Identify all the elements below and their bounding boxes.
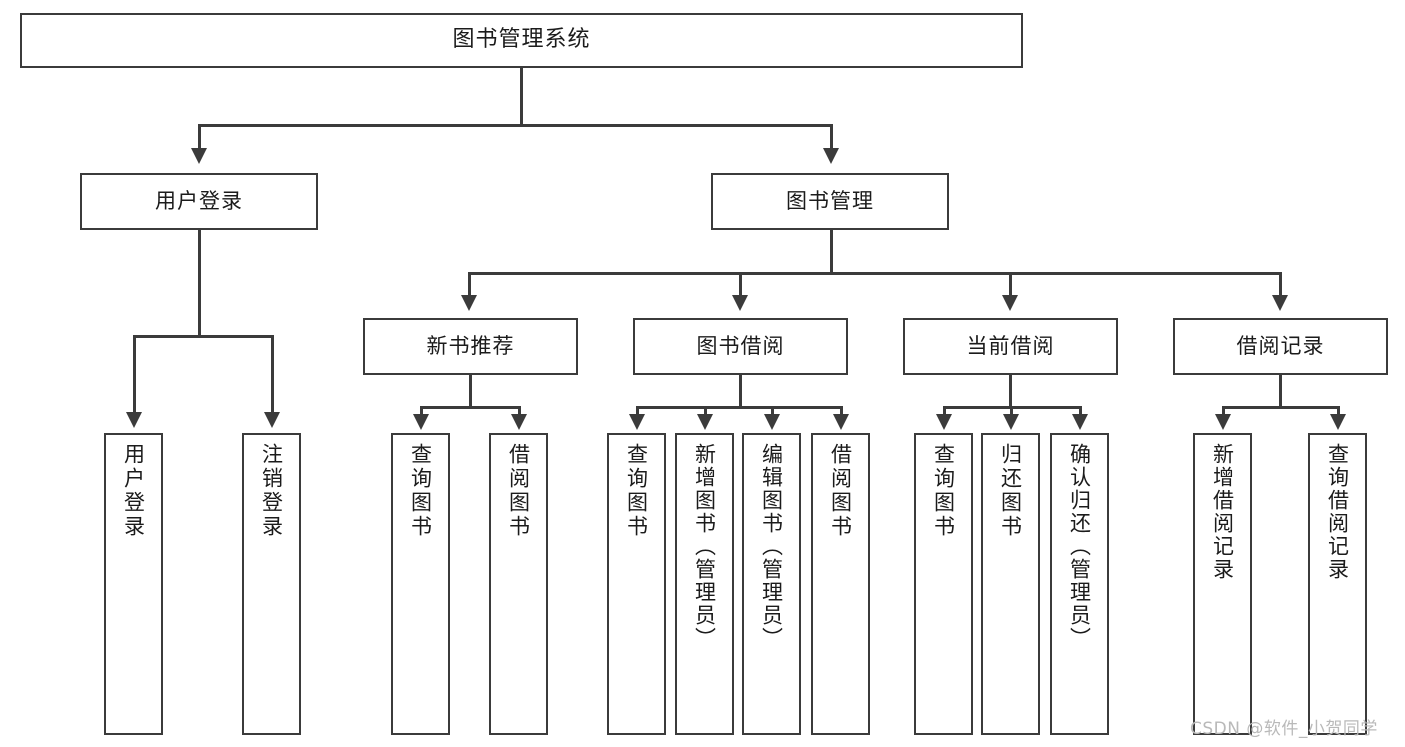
- leaf-label: 查询图书: [931, 443, 956, 539]
- csdn-watermark: CSDN @软件_小贺同学: [1190, 719, 1378, 739]
- leaf-label: 借阅图书: [506, 443, 531, 539]
- connector-records-bus: [1222, 406, 1339, 409]
- connector-root-bus: [198, 124, 832, 127]
- node-label: 当前借阅: [966, 333, 1055, 358]
- leaf-query-books-borrow[interactable]: 查询图书: [607, 433, 666, 735]
- arrow-bookborrow-to-leaf3: [764, 414, 780, 430]
- leaf-label: 用户登录: [121, 443, 146, 539]
- arrow-root-to-bookmgmt: [823, 148, 839, 164]
- leaf-user-login[interactable]: 用户登录: [104, 433, 163, 735]
- leaf-borrow-books-borrow[interactable]: 借阅图书: [811, 433, 870, 735]
- connector-bookborrow-to-leaf1: [636, 406, 639, 416]
- connector-records-to-leaf1: [1222, 406, 1225, 416]
- connector-login-to-leaf1: [133, 335, 136, 414]
- node-label: 图书管理系统: [452, 27, 591, 53]
- node-root-system[interactable]: 图书管理系统: [20, 13, 1023, 68]
- arrow-newbook-to-leaf1: [413, 414, 429, 430]
- leaf-label: 查询借阅记录: [1325, 443, 1350, 581]
- node-current-borrow[interactable]: 当前借阅: [903, 318, 1118, 375]
- connector-currentborrow-to-leaf2: [1010, 406, 1013, 416]
- arrow-login-to-leaf2: [264, 412, 280, 428]
- node-new-book-recommend[interactable]: 新书推荐: [363, 318, 578, 375]
- leaf-query-borrow-record[interactable]: 查询借阅记录: [1308, 433, 1367, 735]
- arrow-currentborrow-to-leaf1: [936, 414, 952, 430]
- leaf-logout[interactable]: 注销登录: [242, 433, 301, 735]
- connector-newbook-bus: [420, 406, 520, 409]
- node-label: 借阅记录: [1236, 333, 1325, 358]
- connector-bookborrow-to-leaf3: [771, 406, 774, 416]
- arrow-bookmgmt-to-borrow: [732, 295, 748, 311]
- connector-records-to-leaf2: [1337, 406, 1340, 416]
- leaf-label: 新增图书（管理员）: [692, 443, 717, 650]
- node-label: 图书借阅: [696, 333, 785, 358]
- connector-root-stem: [520, 68, 523, 124]
- leaf-add-borrow-record[interactable]: 新增借阅记录: [1193, 433, 1252, 735]
- node-book-management[interactable]: 图书管理: [711, 173, 949, 230]
- connector-bookmgmt-to-new: [468, 272, 471, 297]
- leaf-label: 查询图书: [624, 443, 649, 539]
- leaf-label: 归还图书: [998, 443, 1023, 539]
- leaf-edit-book-admin[interactable]: 编辑图书（管理员）: [742, 433, 801, 735]
- connector-records-stem: [1279, 375, 1282, 406]
- node-book-borrow[interactable]: 图书借阅: [633, 318, 848, 375]
- connector-bookborrow-to-leaf4: [840, 406, 843, 416]
- arrow-records-to-leaf1: [1215, 414, 1231, 430]
- arrow-bookmgmt-to-new: [461, 295, 477, 311]
- connector-login-to-leaf2: [271, 335, 274, 414]
- node-label: 图书管理: [786, 188, 874, 213]
- leaf-return-books[interactable]: 归还图书: [981, 433, 1040, 735]
- connector-root-to-login: [198, 124, 201, 150]
- node-label: 用户登录: [155, 188, 243, 213]
- leaf-label: 新增借阅记录: [1210, 443, 1235, 581]
- leaf-query-books-current[interactable]: 查询图书: [914, 433, 973, 735]
- connector-currentborrow-stem: [1009, 375, 1012, 406]
- connector-login-bus: [133, 335, 273, 338]
- arrow-bookborrow-to-leaf2: [697, 414, 713, 430]
- leaf-label: 编辑图书（管理员）: [759, 443, 784, 650]
- leaf-label: 确认归还（管理员）: [1067, 443, 1092, 650]
- connector-bookborrow-bus: [636, 406, 842, 409]
- arrow-root-to-login: [191, 148, 207, 164]
- connector-bookmgmt-to-borrow: [739, 272, 742, 297]
- leaf-label: 查询图书: [408, 443, 433, 539]
- leaf-borrow-books-newbook[interactable]: 借阅图书: [489, 433, 548, 735]
- arrow-bookborrow-to-leaf1: [629, 414, 645, 430]
- arrow-currentborrow-to-leaf3: [1072, 414, 1088, 430]
- leaf-confirm-return-admin[interactable]: 确认归还（管理员）: [1050, 433, 1109, 735]
- connector-currentborrow-to-leaf1: [943, 406, 946, 416]
- arrow-newbook-to-leaf2: [511, 414, 527, 430]
- node-label: 新书推荐: [426, 333, 515, 358]
- arrow-bookborrow-to-leaf4: [833, 414, 849, 430]
- connector-login-stem: [198, 230, 201, 335]
- connector-bookmgmt-to-records: [1279, 272, 1282, 297]
- connector-bookmgmt-to-current: [1009, 272, 1012, 297]
- arrow-currentborrow-to-leaf2: [1003, 414, 1019, 430]
- leaf-label: 注销登录: [259, 443, 284, 539]
- connector-currentborrow-to-leaf3: [1079, 406, 1082, 416]
- leaf-label: 借阅图书: [828, 443, 853, 539]
- leaf-add-book-admin[interactable]: 新增图书（管理员）: [675, 433, 734, 735]
- node-borrow-records[interactable]: 借阅记录: [1173, 318, 1388, 375]
- arrow-bookmgmt-to-records: [1272, 295, 1288, 311]
- connector-root-to-bookmgmt: [830, 124, 833, 150]
- connector-newbook-to-leaf2: [518, 406, 521, 416]
- arrow-bookmgmt-to-current: [1002, 295, 1018, 311]
- connector-bookmgmt-stem: [830, 230, 833, 272]
- connector-newbook-stem: [469, 375, 472, 406]
- connector-newbook-to-leaf1: [420, 406, 423, 416]
- arrow-records-to-leaf2: [1330, 414, 1346, 430]
- connector-bookmgmt-bus: [468, 272, 1280, 275]
- arrow-login-to-leaf1: [126, 412, 142, 428]
- leaf-query-books-newbook[interactable]: 查询图书: [391, 433, 450, 735]
- connector-bookborrow-to-leaf2: [704, 406, 707, 416]
- connector-bookborrow-stem: [739, 375, 742, 406]
- node-user-login[interactable]: 用户登录: [80, 173, 318, 230]
